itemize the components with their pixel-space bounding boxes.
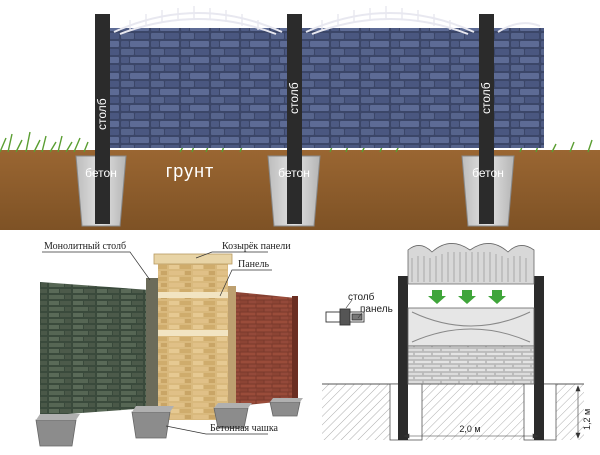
drawing-arrows [428, 290, 506, 304]
post-2 [287, 14, 302, 224]
panel-cap [153, 253, 233, 265]
post-label-1: столб [95, 98, 109, 130]
technical-drawing: столб панель 2,0 м 1,2 м [322, 243, 592, 441]
concrete-label-1: бетон [85, 166, 117, 180]
label-panel: Панель [238, 259, 269, 270]
bottom-left-illustration: Монолитный столб Козырёк панели Панель Б… [35, 241, 303, 447]
drawing-post-right [534, 276, 544, 440]
drawing-height-dimension: 1,2 м [582, 409, 592, 430]
label-monolithic-post: Монолитный столб [44, 241, 126, 252]
label-panel-cap: Козырёк панели [222, 241, 291, 252]
stone-panel-1 [108, 28, 288, 148]
drawing-label-panel: панель [360, 304, 393, 315]
post-3 [479, 14, 494, 224]
post-1 [95, 14, 110, 224]
drawing-post-left [398, 276, 408, 440]
drawing-top-panel [407, 243, 535, 285]
concrete-cup-1 [35, 419, 77, 447]
post-label-3: столб [479, 82, 493, 114]
post-label-2: столб [287, 82, 301, 114]
label-concrete-cup: Бетонная чашка [210, 423, 279, 434]
ground-label: грунт [166, 161, 215, 181]
stone-panel-2 [300, 28, 480, 148]
concrete-label-3: бетон [472, 166, 504, 180]
stone-wall-section [40, 282, 150, 416]
drawing-width-dimension: 2,0 м [459, 424, 480, 434]
brick-wall-section [236, 292, 296, 406]
concrete-label-2: бетон [278, 166, 310, 180]
monolithic-post [146, 278, 158, 412]
sand-panel-section [158, 262, 228, 420]
concrete-cup-2 [131, 411, 171, 439]
drawing-bottom-panel [407, 345, 535, 385]
joint-detail [325, 308, 365, 326]
concrete-cup-4 [269, 401, 301, 417]
drawing-middle-panel [407, 307, 535, 347]
top-illustration: столб столб столб бетон бетон бетон грун… [0, 6, 600, 230]
drawing-label-post: столб [348, 291, 375, 303]
stone-panel-3 [492, 28, 544, 148]
